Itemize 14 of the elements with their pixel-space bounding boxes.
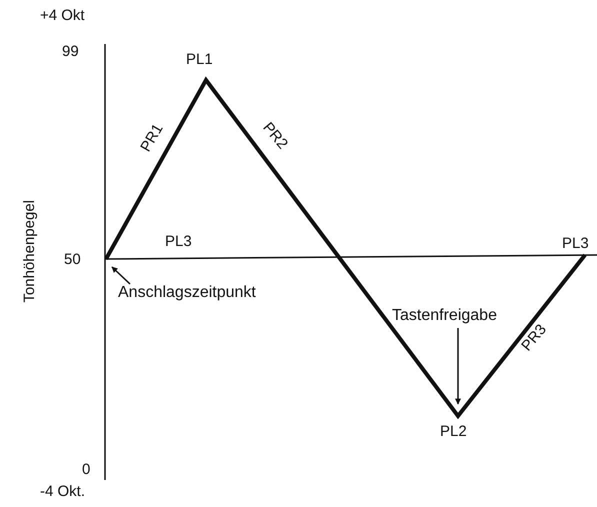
tick-label: 0 — [82, 462, 90, 478]
axis-label: +4 Okt — [40, 8, 85, 24]
leader-arrow — [111, 266, 131, 285]
axis-label: -4 Okt. — [40, 484, 86, 500]
point-label: PL3 — [165, 234, 192, 250]
tick-label: 50 — [64, 252, 81, 268]
annotation-text: Tastenfreigabe — [392, 307, 497, 325]
tick-label: 99 — [62, 44, 79, 60]
annotation-text: Anschlagszeitpunkt — [118, 284, 256, 302]
leader-arrow — [455, 328, 461, 405]
axis-title: Tonhöhenpegel — [22, 200, 38, 303]
point-label: PL2 — [440, 424, 467, 440]
point-label: PL3 — [562, 236, 589, 252]
point-label: PL1 — [186, 52, 213, 68]
